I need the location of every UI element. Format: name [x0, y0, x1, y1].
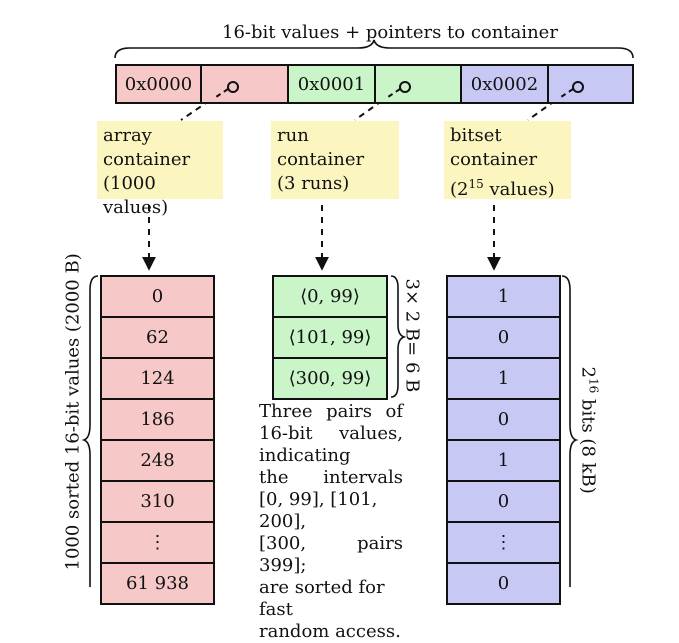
note-run-line-2: container — [277, 149, 365, 170]
array-brace — [81, 275, 99, 587]
run-description-word: intervals — [323, 467, 403, 488]
note-run-line-3: (3 runs) — [277, 173, 350, 194]
run-description-line: the intervals — [259, 467, 403, 489]
run-description-word: are sorted for fast — [259, 577, 385, 620]
bit-cell-6: ⋮ — [446, 521, 561, 564]
note-array-line-2: container — [103, 149, 191, 170]
run-description-word: of — [385, 401, 404, 422]
note-array: array container (1000 values) — [97, 121, 223, 218]
bit-cell-2: 1 — [446, 357, 561, 400]
pointer-line-1 — [354, 87, 401, 121]
run-side-label: 3× 2 B= 6 B — [401, 278, 423, 393]
pointer-line-0 — [180, 87, 229, 121]
pointer-line-2 — [527, 87, 574, 121]
note-bitset-line-1: bitset — [450, 125, 502, 146]
run-description-word: random access. — [259, 621, 401, 642]
bit-cell-1: 0 — [446, 316, 561, 359]
bit-cell-0: 1 — [446, 275, 561, 318]
bit-cell-5: 0 — [446, 480, 561, 523]
header-brace — [114, 39, 634, 59]
run-description-word: values, — [339, 423, 403, 444]
note-run: run container (3 runs) — [271, 121, 399, 199]
key-cell-2: 0x0002 — [460, 64, 549, 104]
array-value-cell-6: ⋮ — [100, 521, 215, 564]
array-value-cell-3: 186 — [100, 398, 215, 441]
run-cell-2: ⟨300, 99⟩ — [272, 357, 388, 400]
note-bitset-base: (2 — [450, 179, 469, 200]
run-description-word: 16-bit — [259, 423, 313, 444]
note-bitset: bitset container (215 values) — [444, 121, 571, 202]
pointer-cell-2 — [547, 64, 634, 104]
note-array-line-3: (1000 values) — [103, 173, 169, 218]
bitset-brace — [561, 275, 579, 587]
bit-cell-3: 0 — [446, 398, 561, 441]
run-cell-1: ⟨101, 99⟩ — [272, 316, 388, 359]
bit-cell-4: 1 — [446, 439, 561, 482]
note-bitset-line-2: container — [450, 149, 538, 170]
note-bitset-exp: 15 — [468, 177, 484, 191]
run-description-word: pairs — [357, 533, 403, 554]
bit-cell-7: 0 — [446, 562, 561, 605]
connectors-layer — [81, 39, 634, 587]
array-side-label: 1000 sorted 16-bit values (2000 B) — [62, 253, 84, 571]
run-cell-0: ⟨0, 99⟩ — [272, 275, 388, 318]
array-value-cell-1: 62 — [100, 316, 215, 359]
key-cell-1: 0x0001 — [287, 64, 376, 104]
note-bitset-rest: values) — [483, 179, 555, 200]
run-description-line: [300, 399]; pairs — [259, 533, 403, 577]
run-description-line: 16-bit values, — [259, 423, 403, 445]
array-value-cell-7: 61 938 — [100, 562, 215, 605]
bitset-side-label-rest: bits (8 kB) — [577, 393, 599, 494]
pointer-cell-1 — [374, 64, 462, 104]
run-description-word: indicating — [259, 445, 351, 466]
header-title: 16-bit values + pointers to container — [222, 22, 558, 43]
key-cell-0: 0x0000 — [115, 64, 202, 104]
bitset-side-label: 216 bits (8 kB) — [578, 367, 601, 507]
pointer-cell-0 — [200, 64, 289, 104]
run-description-word: pairs — [326, 401, 372, 422]
run-description-word: [300, 399]; — [259, 533, 307, 576]
run-description-line: are sorted for fast — [259, 577, 403, 621]
run-description-word: the — [259, 467, 289, 488]
run-description-word: Three — [259, 401, 313, 422]
run-description-line: [0, 99], [101, 200], — [259, 489, 403, 533]
note-array-line-1: array — [103, 125, 152, 146]
bitset-side-label-base: 2 — [577, 366, 599, 378]
run-brace — [390, 275, 407, 398]
array-value-cell-0: 0 — [100, 275, 215, 318]
run-description-word: [0, 99], [101, 200], — [259, 489, 378, 532]
run-description-line: random access. — [259, 621, 403, 643]
array-value-cell-4: 248 — [100, 439, 215, 482]
array-value-cell-5: 310 — [100, 480, 215, 523]
array-value-cell-2: 124 — [100, 357, 215, 400]
note-run-line-1: run — [277, 125, 309, 146]
bitset-side-label-exp: 16 — [586, 377, 601, 394]
note-bitset-line-3: (215 values) — [450, 172, 565, 202]
run-description-line: indicating — [259, 445, 403, 467]
